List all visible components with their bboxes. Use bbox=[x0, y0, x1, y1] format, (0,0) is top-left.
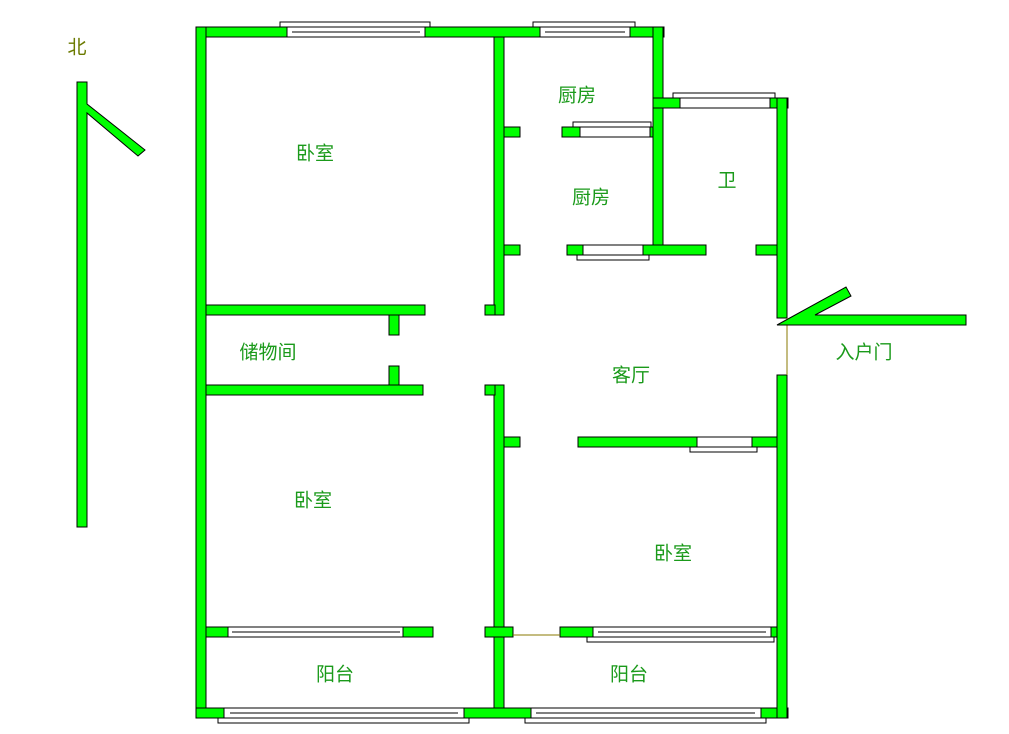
window-sill bbox=[576, 254, 650, 261]
wall-living-bedroom bbox=[577, 436, 778, 448]
room-label-balcony-west: 阳台 bbox=[315, 663, 355, 686]
north-arrow-icon bbox=[76, 81, 146, 528]
wall-mid-lower bbox=[493, 384, 505, 709]
window-sill bbox=[532, 21, 636, 28]
wall-bottom bbox=[195, 707, 789, 719]
wall-kitchen-right bbox=[652, 26, 664, 256]
room-label-kitchen-1: 厨房 bbox=[557, 84, 597, 107]
window bbox=[579, 126, 651, 138]
entry-arrow-icon bbox=[776, 286, 967, 326]
window bbox=[679, 97, 771, 109]
window-sill bbox=[586, 636, 775, 643]
room-label-kitchen-2: 厨房 bbox=[571, 186, 611, 209]
wall-stub bbox=[503, 436, 521, 448]
wall-stub bbox=[484, 626, 514, 638]
room-label-bedroom-southwest: 卧室 bbox=[293, 489, 333, 512]
wall-storage-top bbox=[205, 304, 426, 316]
window-sill bbox=[217, 717, 470, 724]
room-label-bedroom-north: 卧室 bbox=[295, 142, 335, 165]
wall-stub bbox=[484, 304, 496, 316]
window-sill bbox=[279, 21, 431, 28]
compass-north-label: 北 bbox=[67, 36, 87, 59]
room-label-bedroom-southeast: 卧室 bbox=[653, 542, 693, 565]
wall-right-upper bbox=[776, 97, 788, 319]
walls bbox=[195, 26, 789, 719]
windows bbox=[217, 21, 776, 724]
wall-stub bbox=[388, 365, 400, 386]
window-sill bbox=[689, 446, 758, 453]
wall-storage-bottom bbox=[205, 384, 424, 396]
room-label-living-room: 客厅 bbox=[611, 364, 651, 387]
wall-stub bbox=[484, 384, 496, 396]
wall-stub bbox=[503, 244, 521, 256]
wall-stub bbox=[388, 314, 400, 336]
window-sill bbox=[524, 717, 767, 724]
window-sill bbox=[572, 121, 652, 128]
room-label-bathroom: 卫 bbox=[717, 169, 737, 192]
entrance-label: 入户门 bbox=[835, 341, 893, 364]
room-label-balcony-east: 阳台 bbox=[609, 663, 649, 686]
wall-stub bbox=[503, 126, 521, 138]
wall-left bbox=[195, 26, 207, 719]
window bbox=[582, 244, 644, 256]
wall-mid-upper bbox=[493, 36, 505, 316]
wall-stub bbox=[755, 244, 778, 256]
window-sill bbox=[672, 92, 776, 99]
window bbox=[696, 436, 753, 448]
room-label-storage: 储物间 bbox=[239, 341, 297, 364]
wall-right-lower bbox=[776, 374, 788, 719]
